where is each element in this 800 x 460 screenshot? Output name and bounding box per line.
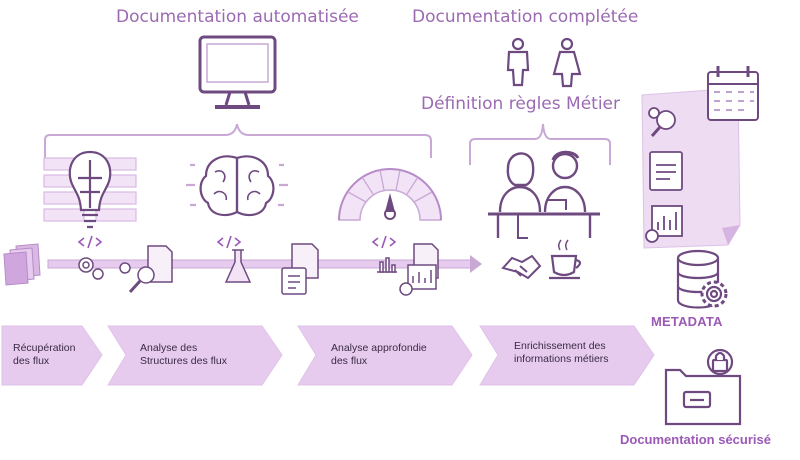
brain-icon — [186, 155, 288, 217]
stacked-files-icon — [3, 243, 41, 286]
man-icon — [506, 37, 530, 87]
calendar-icon — [707, 66, 759, 121]
meeting-icon — [488, 150, 600, 239]
gear-icon — [700, 280, 728, 308]
step-1-shape — [1, 325, 103, 386]
small-process-icons — [78, 243, 439, 296]
bracket-automated — [44, 123, 432, 158]
step-4-label: Enrichissement des informations métiers — [514, 340, 609, 366]
database-icon — [676, 249, 728, 309]
clipboard-icon — [281, 267, 307, 295]
bracket-business-rules — [469, 123, 611, 165]
step-2-line1: Analyse des — [140, 342, 198, 354]
step-2-label: Analyse des Structures des flux — [140, 342, 227, 368]
step-3-line2: des flux — [331, 355, 368, 367]
step-2-shape — [107, 325, 283, 386]
step-3-label: Analyse approfondie des flux — [331, 342, 427, 368]
secured-doc-label: Documentation sécurisé — [620, 432, 771, 447]
process-steps — [1, 325, 655, 386]
heading-business-rules: Définition règles Métier — [421, 94, 620, 114]
gauge-icon — [338, 168, 442, 221]
secure-folder-icon — [664, 348, 742, 426]
gear-icon — [78, 257, 104, 280]
step-3-line1: Analyse approfondie — [331, 342, 427, 354]
step-4-line2: informations métiers — [514, 353, 609, 365]
documentation-sheet — [641, 87, 741, 249]
step-4-shape — [479, 325, 655, 386]
handshake-icon — [501, 254, 542, 280]
magnifier-icon — [119, 262, 155, 294]
report-gear-icon — [399, 264, 437, 296]
metadata-label: METADATA — [651, 314, 723, 329]
step-3-shape — [297, 325, 473, 386]
flask-icon — [224, 249, 252, 283]
heading-completed-doc: Documentation complétée — [412, 7, 639, 27]
woman-icon — [552, 37, 582, 88]
step-1-line2: des flux — [13, 355, 50, 367]
step-2-line2: Structures des flux — [140, 355, 227, 367]
monitor-icon — [198, 35, 277, 109]
process-arrow — [47, 255, 482, 273]
step-1-line1: Récupération — [13, 342, 76, 354]
bar-chart-icon — [377, 257, 397, 273]
step-4-line1: Enrichissement des — [514, 340, 606, 352]
step-1-label: Récupération des flux — [13, 342, 75, 368]
coffee-icon — [549, 239, 582, 280]
lightbulb-icon — [43, 150, 137, 229]
heading-automated-doc: Documentation automatisée — [116, 7, 359, 27]
